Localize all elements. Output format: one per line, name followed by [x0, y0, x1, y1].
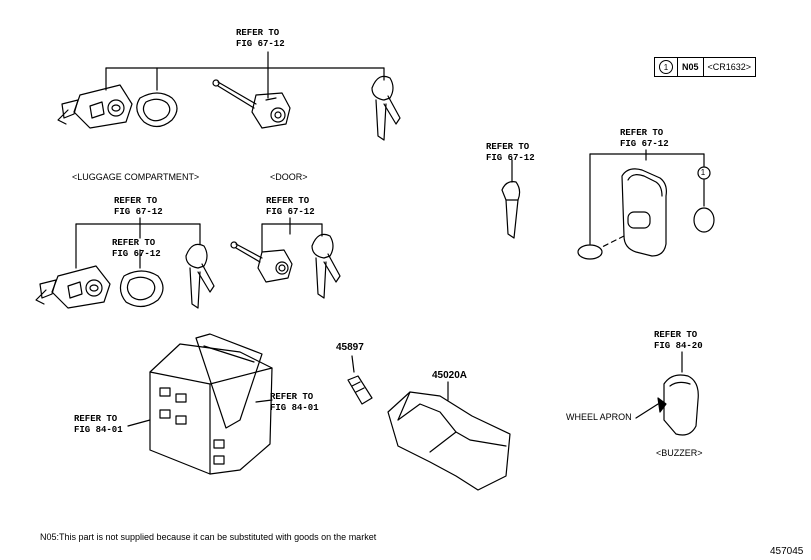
caption-buzzer: <BUZZER> — [656, 448, 703, 458]
legend-spec: <CR1632> — [702, 58, 756, 76]
ref-door-main[interactable]: REFER TO FIG 67-12 — [266, 196, 315, 217]
top-luggage-gasket — [136, 92, 178, 128]
ref-luggage-sub[interactable]: REFER TO FIG 67-12 — [112, 238, 161, 259]
luggage-leader-lines — [75, 217, 201, 269]
battery-symbol-icon: 1 — [659, 60, 673, 74]
ref-remote[interactable]: REFER TO FIG 67-12 — [620, 128, 669, 149]
part-number-45897[interactable]: 45897 — [336, 342, 364, 353]
ref-luggage-main[interactable]: REFER TO FIG 67-12 — [114, 196, 163, 217]
diagram-id: 457045 — [770, 546, 804, 557]
door-leader-lines — [261, 217, 323, 253]
luggage-gasket — [119, 270, 164, 308]
sensor-45897 — [347, 355, 373, 405]
remote-battery — [577, 166, 715, 260]
ref-top-main[interactable]: REFER TO FIG 67-12 — [236, 28, 285, 49]
ecu-assembly — [127, 333, 273, 475]
caption-door: <DOOR> — [270, 172, 308, 182]
footnote: N05:This part is not supplied because it… — [40, 532, 377, 542]
remote-leader-lines — [589, 149, 705, 245]
remote-battery-symbol: 1 — [700, 167, 706, 177]
door-keys — [311, 233, 341, 299]
battery-legend: 1 N05 <CR1632> — [654, 57, 757, 77]
key-blank — [501, 159, 521, 239]
top-leader-lines — [105, 51, 385, 99]
buzzer-part — [635, 351, 699, 436]
top-keys — [371, 75, 401, 141]
door-lock-cylinder — [230, 241, 293, 283]
remote-transmitter — [599, 168, 667, 257]
luggage-keys — [185, 243, 215, 309]
luggage-lock-cylinder — [35, 265, 111, 309]
ref-ecu-right[interactable]: REFER TO FIG 84-01 — [270, 392, 319, 413]
cover-45020A — [387, 381, 511, 491]
caption-luggage: <LUGGAGE COMPARTMENT> — [72, 172, 200, 182]
ref-key-blank[interactable]: REFER TO FIG 67-12 — [486, 142, 535, 163]
part-number-45020A[interactable]: 45020A — [432, 370, 468, 381]
ref-ecu-left[interactable]: REFER TO FIG 84-01 — [74, 414, 123, 435]
top-door-lock-cylinder — [212, 79, 291, 129]
legend-code: N05 — [677, 58, 703, 76]
caption-wheel-apron: WHEEL APRON — [566, 412, 632, 422]
top-luggage-lock-cylinder — [57, 84, 133, 129]
ref-buzzer[interactable]: REFER TO FIG 84-20 — [654, 330, 703, 351]
